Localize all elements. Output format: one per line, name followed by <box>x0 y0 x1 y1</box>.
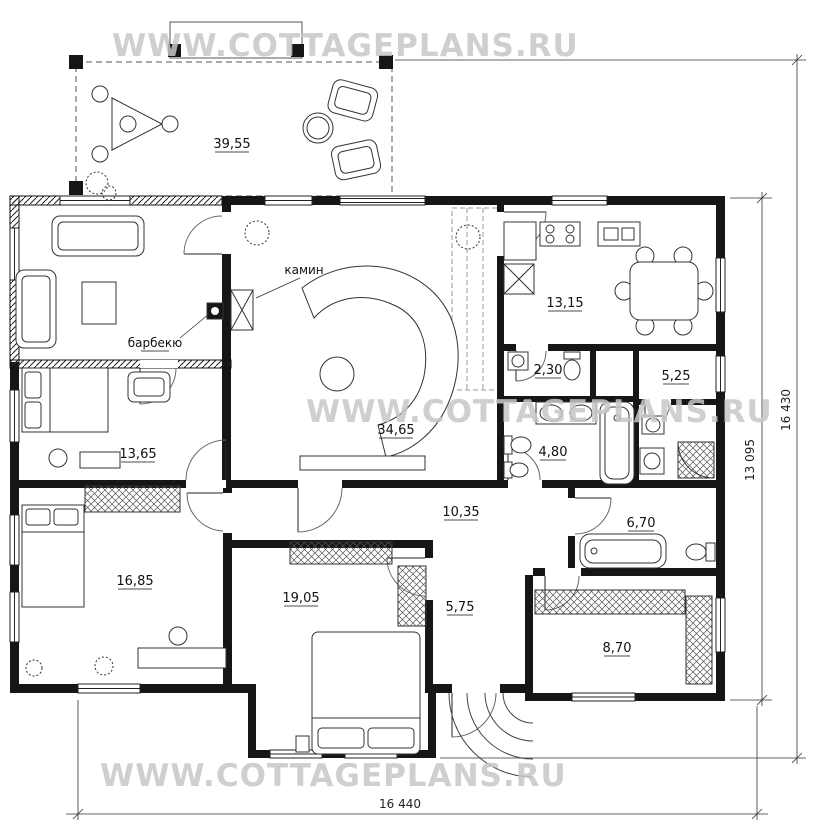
dim-main-depth: 13 095 <box>743 439 757 481</box>
terrace-armchair-1 <box>327 79 379 122</box>
room-label-pantry: 5,25 <box>662 369 691 384</box>
bed-master <box>295 631 421 755</box>
toilet-2 <box>685 542 716 562</box>
corner-shower <box>677 441 715 479</box>
fireplace <box>230 289 254 331</box>
label-barbecue: барбекю <box>128 336 183 350</box>
dimension-bottom <box>66 700 768 820</box>
bathroom-vanity <box>535 401 597 425</box>
watermark-middle: WWW.COTTAGEPLANS.RU <box>306 394 773 430</box>
terrace-pouf <box>302 112 334 144</box>
terrace-armchair-2 <box>330 139 382 181</box>
wc-toilet <box>563 351 581 381</box>
desk-bottom-left <box>137 626 227 669</box>
shower-sink <box>641 415 665 435</box>
room-label-corridor: 5,75 <box>446 600 475 615</box>
kitchen-fridge <box>503 263 535 295</box>
dashed-shaft <box>451 207 499 391</box>
room-label-wc: 2,30 <box>534 363 563 378</box>
terrace-table-set <box>91 85 179 163</box>
watermark-bottom: WWW.COTTAGEPLANS.RU <box>100 758 567 794</box>
dining-table <box>614 246 714 336</box>
veranda-sofa-left <box>15 269 57 349</box>
kitchen-stove <box>539 221 581 247</box>
room-label-bathroom-2: 6,70 <box>627 516 656 531</box>
bathtub-horizontal <box>579 533 667 569</box>
living-sofa <box>301 265 459 458</box>
room-label-bedroom-bottom-left: 16,85 <box>116 574 153 589</box>
dimension-right-main <box>730 192 772 706</box>
watermark-top: WWW.COTTAGEPLANS.RU <box>112 28 579 64</box>
bathroom-toilet <box>503 435 532 455</box>
washing-machine <box>639 447 665 475</box>
room-label-dressing: 8,70 <box>603 641 632 656</box>
terrace-outline <box>69 21 393 197</box>
room-label-bathroom: 4,80 <box>539 445 568 460</box>
bedroom-left-chair <box>48 448 121 469</box>
bathtub-vertical <box>599 401 635 485</box>
dim-overall-width: 16 440 <box>379 797 421 811</box>
room-label-hallway: 10,35 <box>442 505 479 520</box>
wc-sink <box>507 351 529 371</box>
label-underlines <box>118 151 689 657</box>
dim-overall-depth: 16 430 <box>779 389 793 431</box>
living-ottoman <box>319 356 355 392</box>
terrace-pillars <box>69 44 393 195</box>
bathroom-bidet <box>503 461 529 479</box>
room-label-kitchen: 13,15 <box>546 296 583 311</box>
bed-bottom-left <box>21 504 85 608</box>
bed-left <box>21 367 109 433</box>
room-label-living: 34,65 <box>377 423 414 438</box>
room-label-terrace: 39,55 <box>213 137 250 152</box>
veranda-table <box>81 281 117 325</box>
dimension-right-overall <box>395 54 806 764</box>
room-label-bedroom-left: 13,65 <box>119 447 156 462</box>
leader-lines <box>179 277 301 339</box>
room-label-bedroom-master: 19,05 <box>282 591 319 606</box>
living-console <box>299 455 426 471</box>
kitchen-counter <box>503 221 641 261</box>
wardrobes <box>84 485 713 685</box>
veranda-sofa-top <box>51 215 145 257</box>
bedroom-left-armchair <box>127 371 171 403</box>
label-fireplace: камин <box>284 263 323 277</box>
